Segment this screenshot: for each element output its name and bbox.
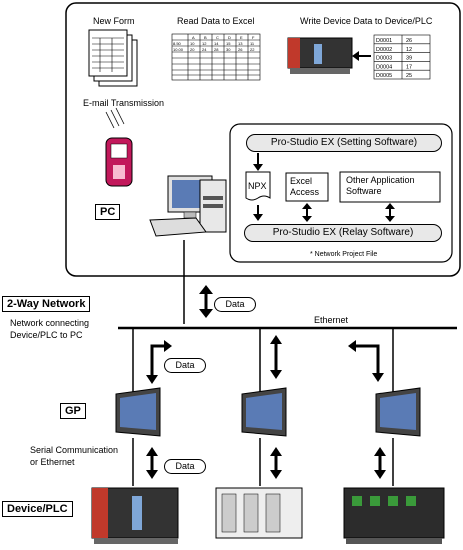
gp2-device-arrow [270, 447, 282, 479]
excel-cell: 13 [238, 41, 243, 46]
plc-device-2 [215, 487, 303, 539]
device-table [373, 34, 431, 80]
setting-software-box: Pro-Studio EX (Setting Software) [246, 134, 442, 152]
pc-label: PC [95, 204, 121, 220]
excel-header-cell: D [228, 35, 231, 40]
device-table-value: 17 [406, 64, 412, 70]
excel-grid [171, 33, 261, 81]
data-label-bottom: Data [164, 459, 206, 474]
excel-cell: 22 [250, 47, 255, 52]
excel-cell: 14 [214, 41, 219, 46]
plc-device-1 [91, 487, 179, 544]
gp-panel-1 [115, 387, 161, 437]
serial-label: Serial Communication or Ethernet [30, 445, 119, 467]
plc-small-icon [287, 37, 353, 74]
relay-software-box: Pro-Studio EX (Relay Software) [244, 224, 442, 242]
excel-cell: 8.50 [173, 41, 182, 46]
other-app-label: Other Application Software [346, 175, 415, 196]
data-label-mid: Data [164, 358, 206, 373]
footnote: * Network Project File [310, 251, 378, 258]
excel-cell: 12 [202, 41, 207, 46]
read-data-label: Read Data to Excel [177, 16, 255, 26]
gp3-ethernet-arrow [348, 340, 384, 382]
device-table-address: D0004 [376, 64, 392, 70]
other-relay-arrow [385, 203, 395, 222]
ethernet-label: Ethernet [314, 315, 349, 325]
excel-cell: 24 [202, 47, 207, 52]
new-form-icon [88, 29, 138, 87]
gp-panel-3 [375, 387, 421, 437]
pc-data-arrow [199, 285, 213, 318]
device-table-address: D0003 [376, 56, 392, 62]
write-data-label: Write Device Data to Device/PLC [300, 16, 433, 26]
device-table-value: 25 [406, 73, 412, 79]
new-form-label: New Form [93, 16, 135, 26]
excel-relay-arrow [302, 203, 312, 222]
excel-cell: 10.00 [173, 47, 184, 52]
gp1-ethernet-arrow [146, 340, 172, 384]
excel-cell: 10 [190, 41, 195, 46]
excel-cell: 11 [250, 41, 255, 46]
gp-panel-2 [241, 387, 287, 437]
excel-cell: 26 [238, 47, 243, 52]
npx-to-relay-arrow [253, 205, 263, 221]
computer-icon [149, 175, 227, 237]
gp2-ethernet-arrow [270, 335, 282, 379]
npx-label: NPX [248, 181, 267, 191]
device-table-address: D0001 [376, 38, 392, 44]
plc-device-3 [343, 487, 445, 544]
device-table-value: 12 [406, 47, 412, 53]
excel-header-cell: B [204, 35, 207, 40]
device-plc-label: Device/PLC [2, 501, 73, 517]
two-way-network-label: 2-Way Network [2, 296, 91, 312]
device-table-value: 26 [406, 38, 412, 44]
mobile-phone-icon [105, 137, 133, 187]
excel-access-label: Excel Access [290, 176, 320, 197]
excel-header-cell: A [192, 35, 195, 40]
excel-cell: 28 [214, 47, 219, 52]
excel-cell: 15 [226, 41, 231, 46]
excel-cell: 30 [226, 47, 231, 52]
device-table-address: D0002 [376, 47, 392, 53]
data-label-top: Data [214, 297, 256, 312]
excel-header-cell: E [240, 35, 243, 40]
network-description: Network connecting Device/PLC to PC [10, 318, 90, 340]
device-table-value: 39 [406, 56, 412, 62]
gp-label: GP [60, 403, 86, 419]
email-signal-icon [105, 107, 125, 129]
email-label: E-mail Transmission [83, 98, 165, 108]
excel-header-cell: F [252, 35, 255, 40]
excel-header-cell: C [216, 35, 219, 40]
device-table-address: D0005 [376, 73, 392, 79]
gp1-device-arrow [146, 447, 158, 479]
setting-to-npx-arrow [253, 153, 263, 171]
gp3-device-arrow [374, 447, 386, 479]
excel-cell: 20 [190, 47, 195, 52]
